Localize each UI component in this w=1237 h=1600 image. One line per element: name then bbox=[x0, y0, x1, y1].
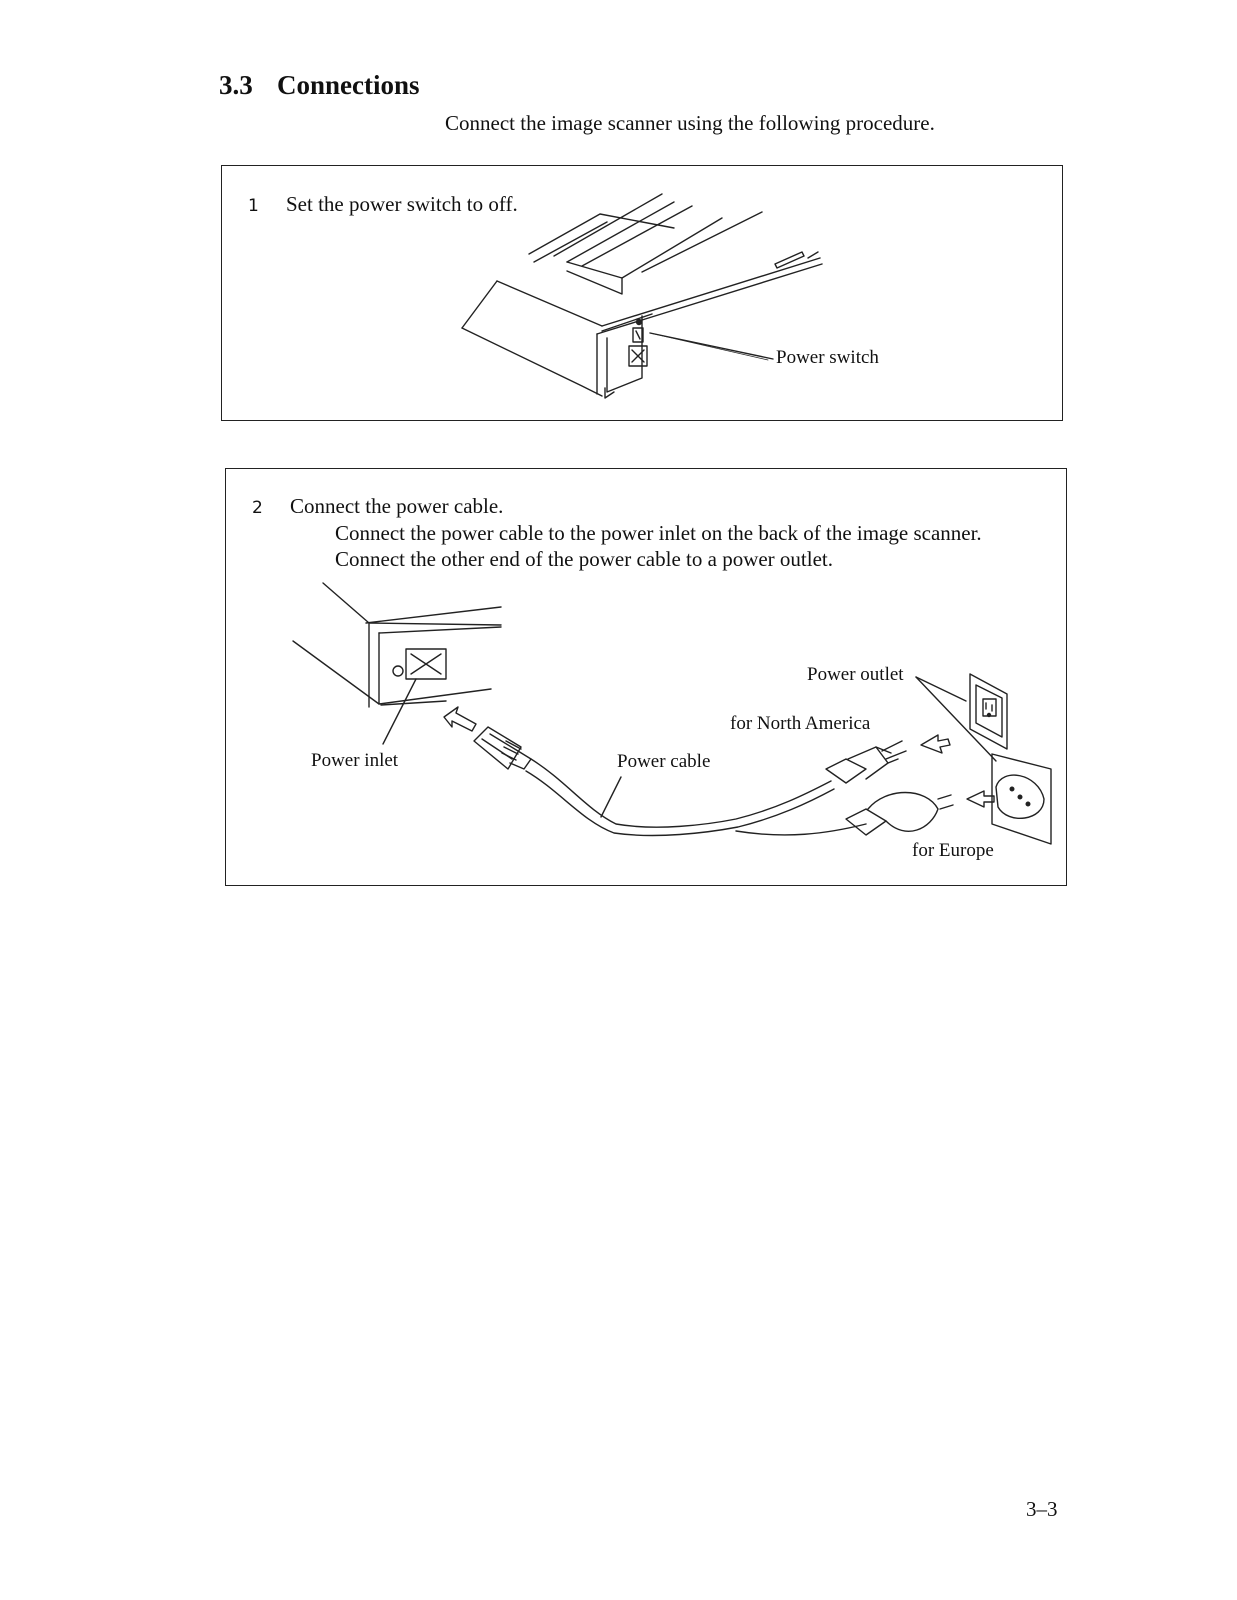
scanner-rear-illustration bbox=[461, 193, 823, 399]
power-switch-label: Power switch bbox=[776, 347, 879, 368]
section-title: Connections bbox=[277, 70, 420, 100]
step-1-title: Set the power switch to off. bbox=[286, 192, 518, 216]
page-number: 3–3 bbox=[1026, 1497, 1058, 1521]
north-america-label: for North America bbox=[730, 713, 871, 734]
step-2-box: 2 Connect the power cable. Connect the p… bbox=[225, 468, 1067, 886]
section-number: 3.3 bbox=[219, 70, 253, 100]
step-2-title: Connect the power cable. bbox=[290, 494, 504, 518]
europe-label: for Europe bbox=[912, 840, 994, 861]
section-heading: 3.3 Connections bbox=[219, 70, 420, 101]
power-inlet-label: Power inlet bbox=[311, 750, 399, 771]
step-1-box: 1 Set the power switch to off. bbox=[221, 165, 1063, 421]
step-2-instruction-2: Connect the other end of the power cable… bbox=[335, 547, 833, 571]
power-cable-label: Power cable bbox=[617, 751, 711, 772]
step-2-instruction-1: Connect the power cable to the power inl… bbox=[335, 521, 982, 545]
power-outlet-label: Power outlet bbox=[807, 664, 904, 685]
intro-text: Connect the image scanner using the foll… bbox=[445, 111, 935, 135]
step-2-number: 2 bbox=[252, 498, 263, 518]
power-connection-illustration bbox=[292, 582, 1052, 845]
step-1-number: 1 bbox=[248, 196, 259, 216]
